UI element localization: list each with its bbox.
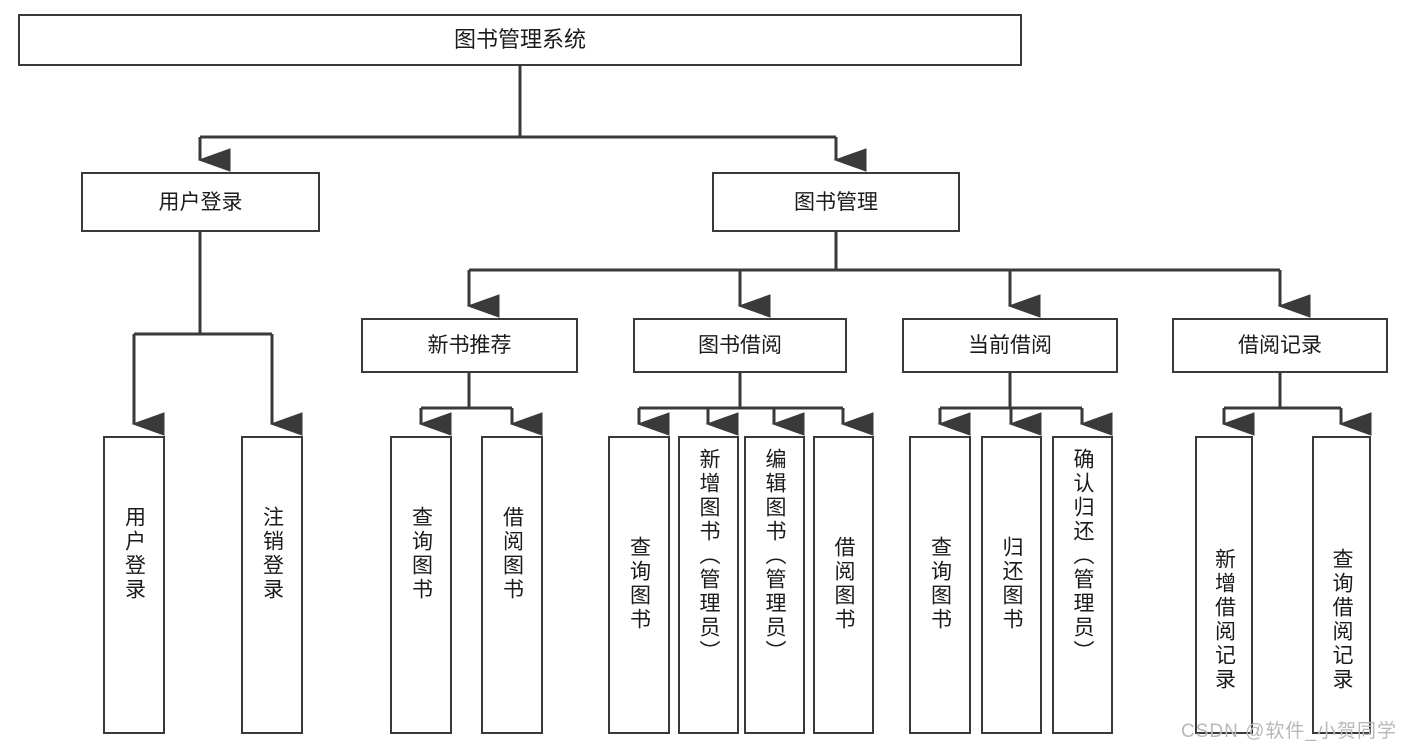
leaf-new-book-borrow-label: 借阅图书 <box>500 506 524 602</box>
leaf-current-query-book-label: 查询图书 <box>928 536 952 632</box>
leaf-new-book-query[interactable]: 查询图书 <box>390 436 452 734</box>
node-book-management[interactable]: 图书管理 <box>712 172 960 232</box>
node-current-borrow[interactable]: 当前借阅 <box>902 318 1118 373</box>
leaf-user-login[interactable]: 用户登录 <box>103 436 165 734</box>
leaf-edit-book-admin-label: 编辑图书（管理员） <box>763 448 786 664</box>
leaf-current-query-book[interactable]: 查询图书 <box>909 436 971 734</box>
leaf-confirm-return-admin[interactable]: 确认归还（管理员） <box>1052 436 1113 734</box>
leaf-add-book-admin-label: 新增图书（管理员） <box>697 448 720 664</box>
node-user-login[interactable]: 用户登录 <box>81 172 320 232</box>
leaf-add-borrow-record-label: 新增借阅记录 <box>1212 548 1236 692</box>
node-borrow-record[interactable]: 借阅记录 <box>1172 318 1388 373</box>
leaf-new-book-borrow[interactable]: 借阅图书 <box>481 436 543 734</box>
leaf-return-book[interactable]: 归还图书 <box>981 436 1042 734</box>
node-root-label: 图书管理系统 <box>453 27 586 52</box>
node-book-borrow-label: 图书借阅 <box>698 334 782 357</box>
leaf-add-borrow-record[interactable]: 新增借阅记录 <box>1195 436 1253 734</box>
leaf-borrow-query-book-label: 查询图书 <box>627 536 651 632</box>
leaf-return-book-label: 归还图书 <box>1000 536 1023 632</box>
watermark: CSDN @软件_小贺同学 <box>1181 721 1397 742</box>
leaf-user-logout[interactable]: 注销登录 <box>241 436 303 734</box>
leaf-user-logout-label: 注销登录 <box>260 506 284 602</box>
node-book-borrow[interactable]: 图书借阅 <box>633 318 847 373</box>
leaf-query-borrow-record[interactable]: 查询借阅记录 <box>1312 436 1371 734</box>
leaf-query-borrow-record-label: 查询借阅记录 <box>1330 548 1353 692</box>
node-new-book-recommend[interactable]: 新书推荐 <box>361 318 578 373</box>
leaf-borrow-book-label: 借阅图书 <box>832 536 855 632</box>
leaf-add-book-admin[interactable]: 新增图书（管理员） <box>678 436 739 734</box>
node-borrow-record-label: 借阅记录 <box>1238 334 1322 357</box>
leaf-borrow-book[interactable]: 借阅图书 <box>813 436 874 734</box>
node-root[interactable]: 图书管理系统 <box>18 14 1022 66</box>
node-book-management-label: 图书管理 <box>794 190 878 214</box>
node-new-book-recommend-label: 新书推荐 <box>427 334 512 357</box>
leaf-new-book-query-label: 查询图书 <box>409 506 433 602</box>
leaf-user-login-label: 用户登录 <box>122 506 146 602</box>
leaf-borrow-query-book[interactable]: 查询图书 <box>608 436 670 734</box>
node-current-borrow-label: 当前借阅 <box>968 334 1052 357</box>
node-user-login-label: 用户登录 <box>158 190 243 214</box>
leaf-edit-book-admin[interactable]: 编辑图书（管理员） <box>744 436 805 734</box>
leaf-confirm-return-admin-label: 确认归还（管理员） <box>1071 448 1094 664</box>
